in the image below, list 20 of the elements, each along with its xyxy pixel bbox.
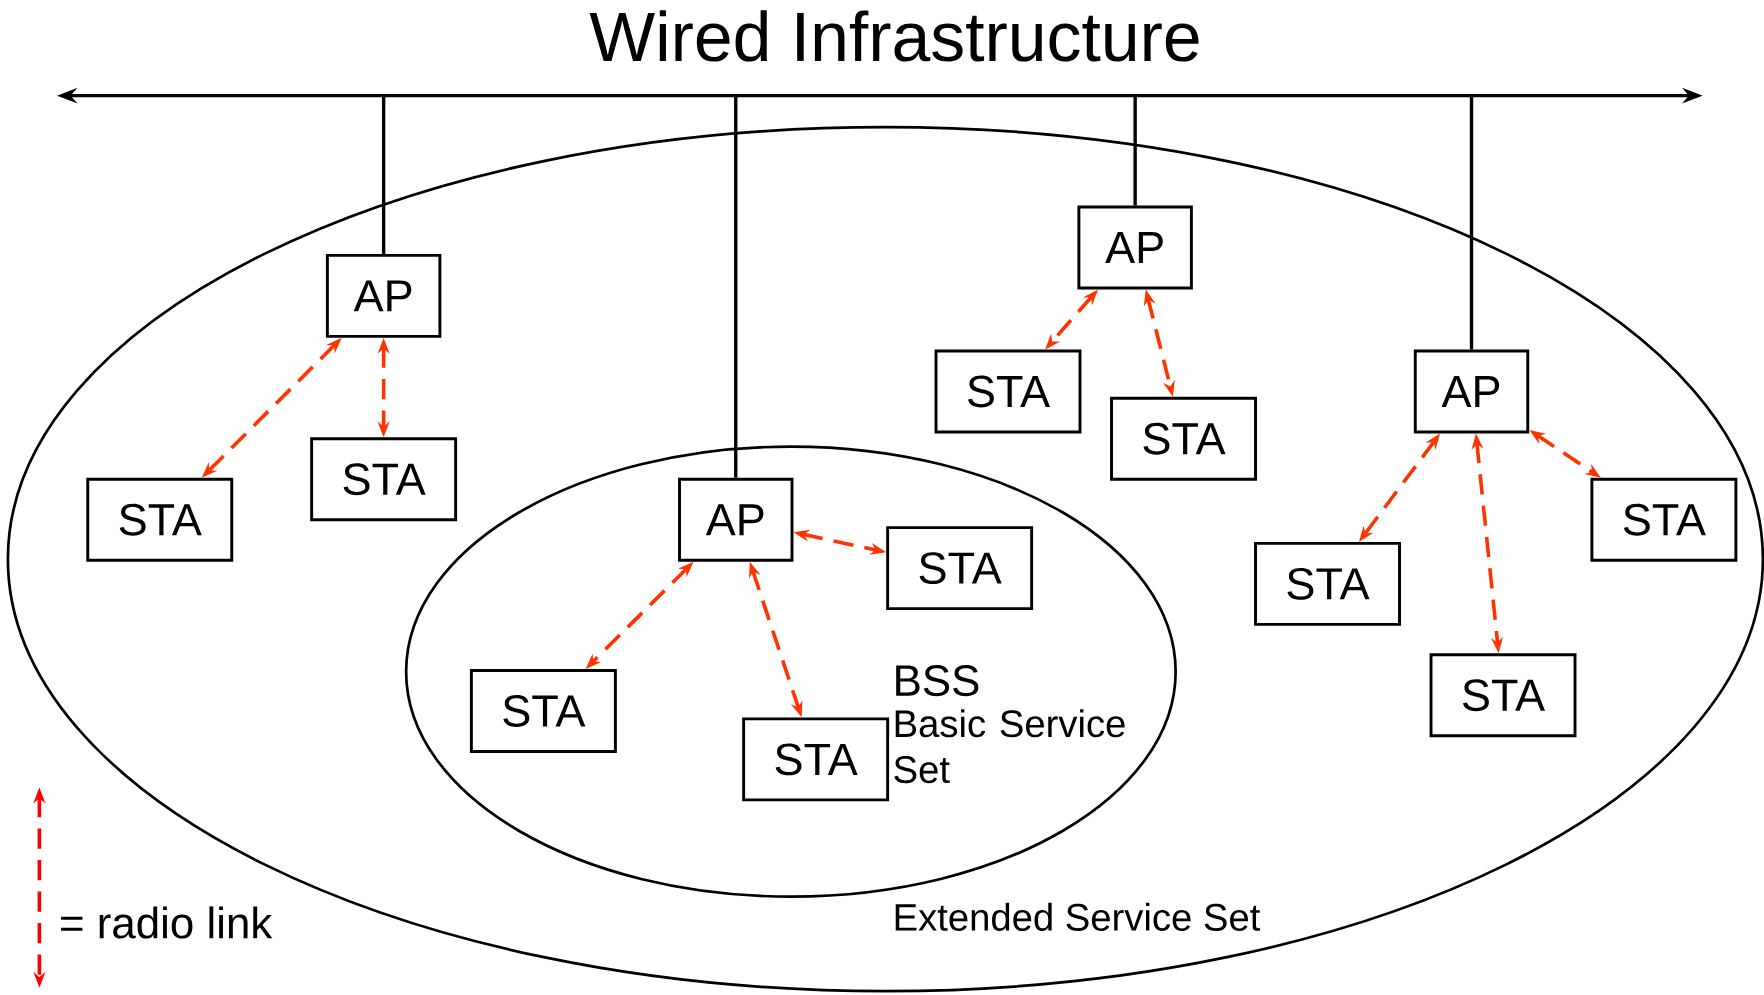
wired-link <box>734 95 738 479</box>
station-box: STA <box>1590 478 1738 562</box>
station-box: STA <box>1254 542 1401 627</box>
wired-link <box>381 95 386 255</box>
wired-link <box>1133 95 1137 206</box>
station-box: STA <box>742 717 890 802</box>
legend-text: = radio link <box>61 906 273 939</box>
station-box: STA <box>934 349 1082 434</box>
station-box: STA <box>310 437 458 522</box>
station-box: STA <box>1110 397 1257 481</box>
station-box: AP <box>325 254 442 339</box>
station-box: AP <box>1077 205 1193 290</box>
wired-link <box>1469 95 1474 350</box>
station-box: AP <box>1413 349 1530 434</box>
station-box: STA <box>86 478 234 562</box>
title: Wired Infrastructure <box>589 10 1199 62</box>
station-box: STA <box>1429 653 1577 738</box>
station-box: STA <box>469 669 617 754</box>
station-box: STA <box>886 526 1034 611</box>
station-box: AP <box>678 478 794 562</box>
